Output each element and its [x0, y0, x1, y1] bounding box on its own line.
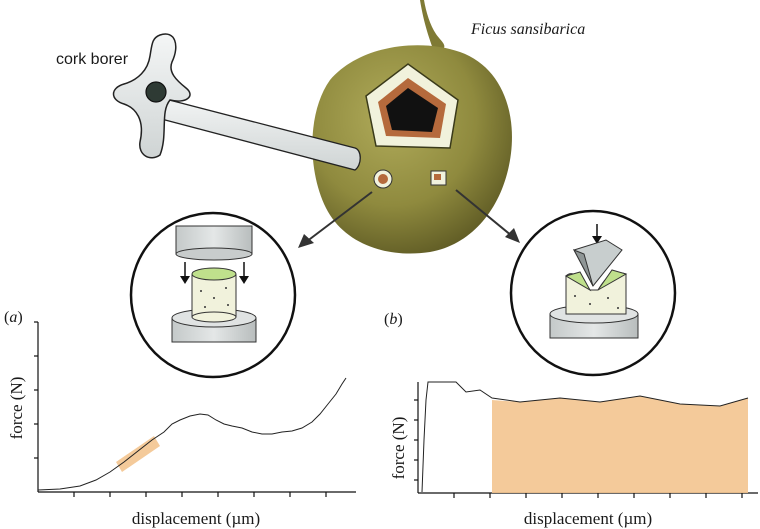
cork-borer-label: cork borer: [56, 51, 129, 68]
wedge-cut-setup-icon: [509, 209, 677, 377]
panel-a-xlabel: displacement (µm): [132, 509, 260, 528]
panel-a-axes: [34, 321, 356, 497]
arrow-to-wedge: [455, 189, 520, 243]
panel-b-ylabel: force (N): [389, 417, 408, 480]
panel-b-highlight: [492, 396, 748, 493]
compression-setup-icon: [129, 211, 297, 379]
panel-a-ylabel: force (N): [7, 377, 26, 440]
panel-a-curve: [37, 377, 347, 491]
arrow-to-compression: [298, 191, 373, 248]
panel-b-xlabel: displacement (µm): [524, 509, 652, 528]
cork-borer-icon: [112, 33, 361, 171]
panel-a-letter: (a): [4, 309, 23, 326]
species-label: Ficus sansibarica: [470, 21, 585, 38]
panel-b-letter: (b): [384, 311, 403, 328]
panel-a-highlight: [116, 436, 160, 472]
panel-b-curve: [421, 381, 749, 493]
fig-fruit-icon: [312, 0, 512, 254]
